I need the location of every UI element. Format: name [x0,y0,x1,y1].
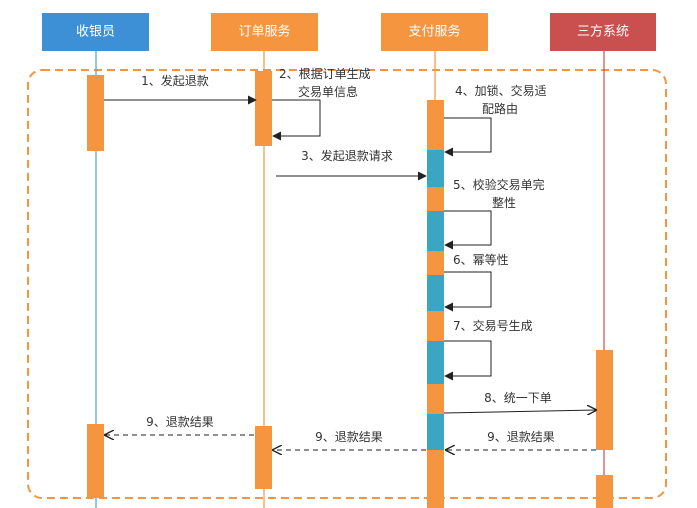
message-label: 4、加锁、交易适 配路由 [455,83,550,116]
activation-bar-highlight [427,211,444,251]
actor-third: 三方系统 [550,13,656,51]
activation-bar [427,311,444,341]
actor-box-payment [381,13,488,51]
message-label: 7、交易号生成 [453,318,533,333]
activation-bar-highlight [427,414,444,450]
message-7: 7、交易号生成 [444,318,533,381]
actor-label-payment: 支付服务 [408,24,460,40]
message-9-third-to-payment: 9、退款结果 [446,430,596,450]
actor-label-cashier: 收银员 [76,25,115,40]
activation-bar [427,384,444,414]
activation-bar [596,350,613,450]
message-label: 9、退款结果 [315,430,383,444]
self-message-arrow [444,210,492,250]
self-message-arrow [444,117,492,157]
activation-bar [427,251,444,275]
message-6: 6、幂等性 [444,253,509,312]
message-2: 2、根据订单生成 交易单信息 [272,67,374,141]
actor-cashier: 收银员 [42,13,149,51]
activation-bar [427,187,444,211]
message-label-line: 整性 [492,195,516,210]
message-3: 3、发起退款请求 [276,148,427,181]
message-label: 2、根据订单生成 交易单信息 [279,67,374,99]
message-1: 1、发起退款 [104,73,257,105]
message-label-line: 交易单信息 [298,84,358,99]
message-label-line: 2、根据订单生成 [279,67,371,81]
activation-bar [427,100,444,150]
actor-box-cashier [42,13,149,51]
activation-bar [596,475,613,508]
message-label: 8、统一下单 [484,391,552,405]
message-label: 1、发起退款 [141,73,209,88]
message-label: 5、校验交易单完 整性 [453,177,548,210]
message-5: 5、校验交易单完 整性 [444,177,548,250]
self-message-arrow [272,99,321,141]
actor-order: 订单服务 [211,13,318,51]
self-message-arrow [444,340,492,381]
actor-box-order [211,13,318,51]
actor-label-third: 三方系统 [577,24,629,40]
message-label: 9、退款结果 [146,415,214,429]
activation-bar [255,71,272,146]
message-8: 8、统一下单 [443,391,596,413]
activation-bar-highlight [427,150,444,187]
message-label: 9、退款结果 [487,430,555,444]
activation-bar-highlight [427,341,444,384]
self-message-arrow [444,271,492,312]
message-4: 4、加锁、交易适 配路由 [444,83,550,157]
message-arrow [443,410,596,413]
message-label-line: 5、校验交易单完 [453,177,545,192]
actor-box-third [550,13,656,51]
message-label: 3、发起退款请求 [301,148,393,163]
activation-bar [87,75,104,151]
actor-label-order: 订单服务 [238,24,290,40]
activation-bar-highlight [427,275,444,311]
message-label-line: 配路由 [482,101,518,116]
message-label: 6、幂等性 [453,253,509,267]
actor-payment: 支付服务 [381,13,488,51]
activation-bar [87,424,104,498]
message-label-line: 4、加锁、交易适 [455,83,547,98]
message-9-payment-to-order: 9、退款结果 [273,430,426,450]
activation-bar [427,450,444,508]
fragment-frame [27,69,667,499]
activation-bar [255,426,272,489]
message-9-order-to-cashier: 9、退款结果 [105,415,254,435]
